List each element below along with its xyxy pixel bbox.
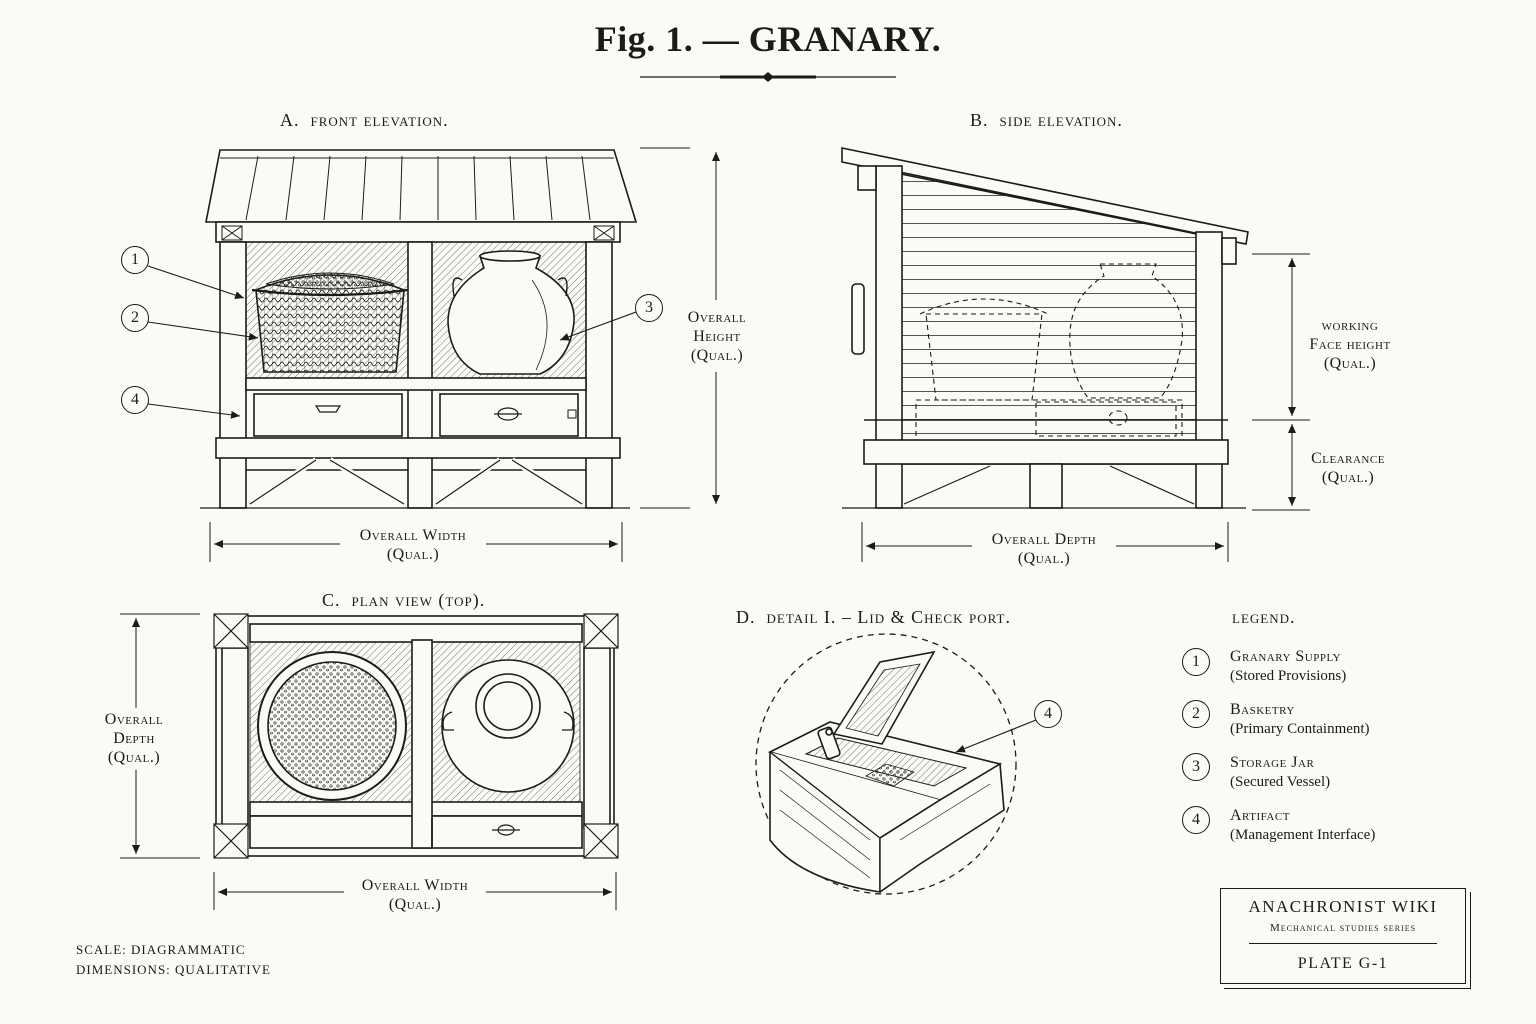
plate-divider	[1249, 943, 1437, 944]
plan-view-title: C. plan view (top).	[322, 590, 486, 610]
title-ornament-rule	[640, 72, 896, 82]
callout-4: 4	[121, 386, 149, 414]
overall-depth-side-label: Overall Depth(Qual.)	[972, 530, 1116, 568]
callout-3: 3	[635, 294, 663, 322]
legend-name-2: Basketry	[1230, 701, 1295, 718]
dimensions-note: DIMENSIONS: QUALITATIVE	[76, 962, 271, 977]
callout-2: 2	[121, 304, 149, 332]
legend-name-3: Storage Jar	[1230, 754, 1315, 771]
legend-desc-2: (Primary Containment)	[1230, 721, 1370, 737]
legend-desc-3: (Secured Vessel)	[1230, 774, 1331, 790]
legend-num-2: 2	[1182, 700, 1210, 728]
plate-subtitle: Mechanical studies series	[1269, 922, 1417, 934]
callout-1: 1	[121, 246, 149, 274]
legend-num-4: 4	[1182, 806, 1210, 834]
legend-desc-1: (Stored Provisions)	[1230, 668, 1347, 684]
scale-note: SCALE: DIAGRAMMATIC	[76, 942, 246, 957]
plate-number: PLATE G-1	[1297, 955, 1389, 972]
legend-desc-4: (Management Interface)	[1230, 827, 1376, 843]
plate-label-box: ANACHRONIST WIKI Mechanical studies seri…	[1220, 888, 1471, 989]
legend-name-4: Artifact	[1230, 807, 1290, 824]
clearance-label: Clearance(Qual.)	[1298, 449, 1398, 487]
overall-width-plan-label: Overall Width(Qual.)	[344, 876, 486, 914]
figure-title: Fig. 1. — GRANARY.	[594, 19, 942, 59]
legend-title: legend.	[1232, 607, 1296, 627]
legend-name-1: Granary Supply	[1230, 648, 1342, 665]
detail-callout-4: 4	[1034, 700, 1062, 728]
plate-series: ANACHRONIST WIKI	[1248, 897, 1438, 916]
overall-width-front-label: Overall Width(Qual.)	[340, 526, 486, 564]
legend-num-3: 3	[1182, 753, 1210, 781]
side-elevation-title: B. side elevation.	[970, 110, 1123, 130]
detail-title: D. detail I. – Lid & Check port.	[736, 607, 1011, 627]
legend-num-1: 1	[1182, 648, 1210, 676]
front-elevation-title: A. front elevation.	[280, 110, 449, 130]
